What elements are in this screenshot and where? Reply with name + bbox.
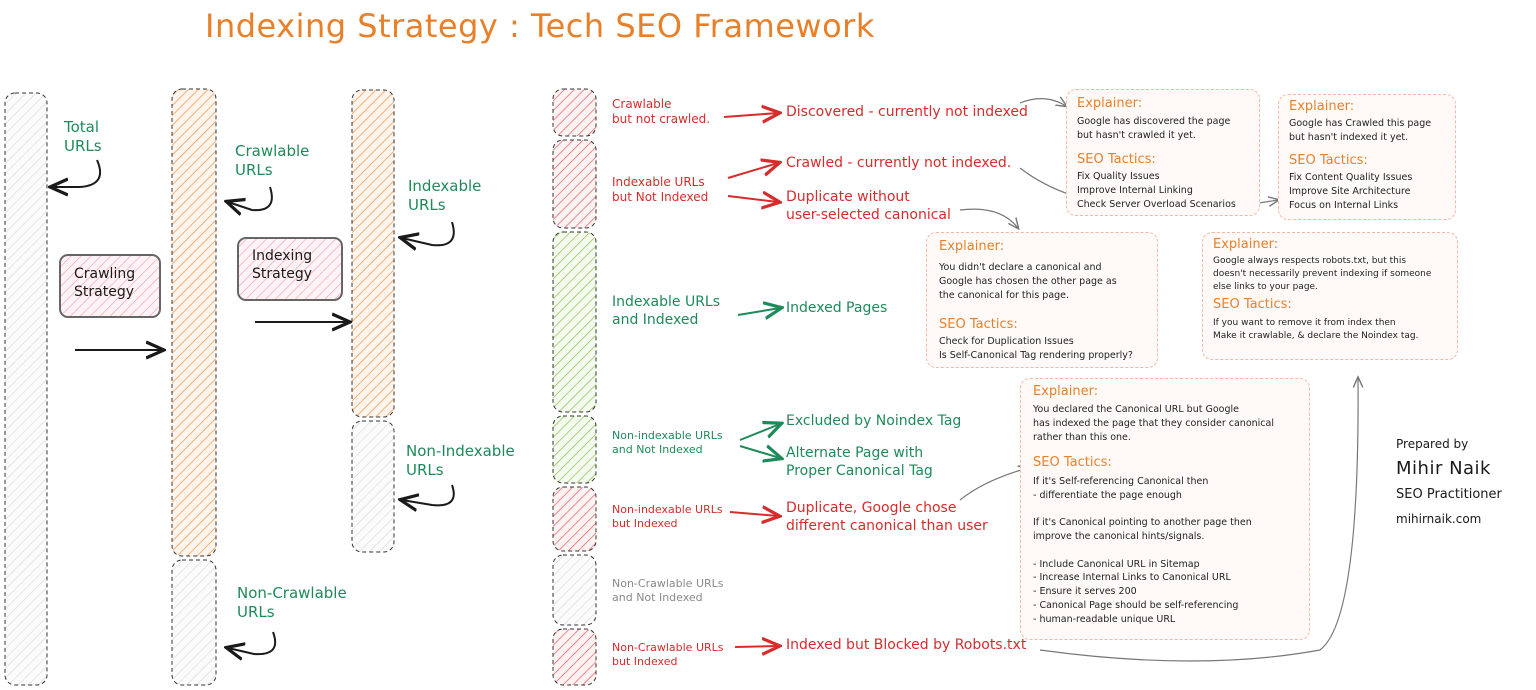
bar-non-crawlable-urls (171, 559, 217, 686)
label-indexable-indexed: Indexable URLs and Indexed (612, 294, 721, 328)
connector-robots (1039, 378, 1358, 662)
explainer-heading: Explainer: (1077, 96, 1143, 111)
segment-nonindexable-indexed (552, 486, 597, 552)
tactics-text: Check for Duplication Issues Is Self-Can… (939, 336, 1133, 361)
explainer-heading: Explainer: (939, 239, 1005, 254)
curl-arrow-non-crawlable (228, 631, 277, 654)
label-noncrawlable-indexed: Non-Crawlable URLs but Indexed (612, 641, 724, 668)
tactics-text: If you want to remove it from index then… (1213, 318, 1419, 342)
tactics-text: Fix Content Quality Issues Improve Site … (1289, 172, 1413, 211)
explainer-text: Google has Crawled this page but hasn't … (1289, 118, 1432, 143)
bar-non-indexable-urls (351, 420, 395, 553)
label-nonindexable-indexed: Non-indexable URLs but Indexed (612, 503, 723, 530)
tactics-text: If it's Self-referencing Canonical then … (1033, 476, 1252, 625)
label-crawlable-urls: Crawlable URLs (235, 142, 310, 179)
segment-indexable-not-indexed (552, 139, 597, 229)
tactics-heading: SEO Tactics: (1213, 297, 1292, 312)
curl-arrow-indexable (402, 221, 455, 245)
label-total-urls: Total URLs (64, 118, 102, 155)
explainer-text: You declared the Canonical URL but Googl… (1033, 404, 1274, 443)
crawling-strategy-box (59, 254, 161, 318)
bar-indexable-urls (351, 89, 395, 418)
status-duplicate-no-canonical: Duplicate without user-selected canonica… (786, 189, 951, 223)
curl-arrow-non-indexable (402, 484, 455, 505)
explainer-box-duplicate: Explainer: You didn't declare a canonica… (926, 232, 1158, 368)
connector-discovered (1019, 99, 1066, 106)
arrow-to-robots (734, 646, 778, 647)
tactics-text: Fix Quality Issues Improve Internal Link… (1077, 171, 1236, 210)
arrow-to-google-chose (729, 512, 778, 516)
label-indexing-strategy: Indexing Strategy (252, 248, 313, 282)
tactics-heading: SEO Tactics: (1289, 153, 1368, 168)
label-crawlable-not-crawled: Crawlable but not crawled. (612, 97, 711, 126)
curl-arrow-total (52, 159, 102, 187)
explainer-text: Google has discovered the page but hasn'… (1077, 116, 1231, 141)
explainer-heading: Explainer: (1289, 99, 1355, 114)
explainer-heading: Explainer: (1213, 237, 1279, 252)
tactics-heading: SEO Tactics: (1077, 152, 1156, 167)
explainer-box-discovered: Explainer: Google has discovered the pag… (1066, 89, 1260, 216)
arrow-to-duplicate (727, 196, 778, 202)
explainer-text: Google always respects robots.txt, but t… (1213, 256, 1432, 293)
connector-google-chose (959, 468, 1028, 501)
page-title: Indexing Strategy : Tech SEO Framework (205, 7, 875, 45)
tactics-heading: SEO Tactics: (1033, 455, 1112, 470)
connector-duplicate (959, 208, 1018, 228)
explainer-box-robots: Explainer: Google always respects robots… (1202, 232, 1458, 360)
label-non-indexable-urls: Non-Indexable URLs (406, 442, 515, 479)
status-blocked-robots: Indexed but Blocked by Robots.txt (786, 637, 1027, 653)
arrow-to-indexed-pages (737, 308, 780, 315)
bar-crawlable-urls (171, 88, 217, 557)
label-indexable-not-indexed: Indexable URLs but Not Indexed (612, 175, 709, 204)
segment-nonindexable-not-indexed (552, 415, 597, 484)
explainer-box-canonical: Explainer: You declared the Canonical UR… (1020, 378, 1310, 640)
explainer-heading: Explainer: (1033, 384, 1099, 399)
status-alternate-page: Alternate Page with Proper Canonical Tag (786, 445, 933, 479)
credit-prepared-by: Prepared by (1396, 437, 1469, 451)
arrow-to-alternate (739, 446, 780, 458)
segment-noncrawlable-indexed (552, 628, 597, 686)
status-indexed-pages: Indexed Pages (786, 300, 888, 316)
arrow-to-noindex (739, 424, 780, 441)
curl-arrow-crawlable (228, 186, 273, 210)
label-noncrawlable-not-indexed: Non-Crawlable URLs and Not Indexed (612, 577, 724, 604)
explainer-text: You didn't declare a canonical and Googl… (939, 262, 1117, 301)
tactics-heading: SEO Tactics: (939, 317, 1018, 332)
status-duplicate-google-chose: Duplicate, Google chose different canoni… (786, 500, 988, 534)
label-nonindexable-not-indexed: Non-indexable URLs and Not Indexed (612, 429, 723, 456)
arrow-to-crawled (727, 163, 778, 179)
segment-crawlable-not-crawled (552, 88, 597, 137)
indexing-strategy-box (237, 237, 343, 301)
status-crawled: Crawled - currently not indexed. (786, 155, 1012, 171)
arrow-to-discovered (723, 113, 778, 117)
credit-role: SEO Practitioner (1396, 487, 1502, 502)
status-discovered: Discovered - currently not indexed (786, 104, 1028, 120)
credit-site: mihirnaik.com (1396, 512, 1482, 526)
label-indexable-urls: Indexable URLs (408, 177, 482, 214)
status-excluded-noindex: Excluded by Noindex Tag (786, 413, 962, 429)
label-non-crawlable-urls: Non-Crawlable URLs (237, 584, 347, 621)
explainer-box-crawled: Explainer: Google has Crawled this page … (1278, 94, 1456, 220)
label-crawling-strategy: Crawling Strategy (74, 266, 136, 300)
bar-total-urls (4, 92, 48, 686)
segment-noncrawlable-not-indexed (552, 554, 597, 626)
segment-indexable-indexed (552, 231, 597, 413)
credit-name: Mihir Naik (1396, 458, 1491, 479)
